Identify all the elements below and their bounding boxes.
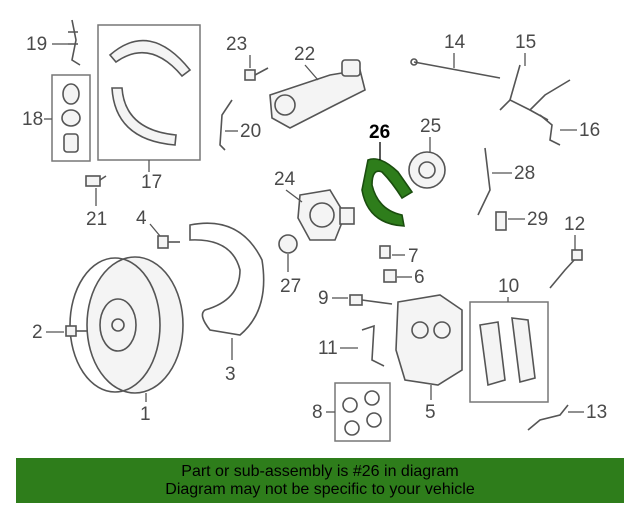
label-25: 25 (420, 116, 441, 137)
label-3: 3 (225, 364, 236, 385)
part-13-sensor[interactable] (527, 404, 569, 431)
label-22: 22 (294, 44, 315, 65)
part-19-wire[interactable] (68, 19, 81, 66)
part-18-box[interactable] (51, 74, 91, 162)
label-7: 7 (408, 246, 419, 267)
label-26: 26 (369, 122, 390, 143)
part-1-rotor[interactable] (69, 256, 184, 394)
label-12: 12 (564, 214, 585, 235)
banner-line-2: Diagram may not be specific to your vehi… (165, 480, 475, 498)
label-6: 6 (414, 267, 425, 288)
part-12-sensor[interactable] (549, 249, 583, 289)
part-15-harness[interactable] (499, 64, 571, 121)
label-1: 1 (140, 404, 151, 425)
label-20: 20 (240, 121, 261, 142)
label-27: 27 (280, 276, 301, 297)
part-6-cap[interactable] (383, 269, 397, 283)
part-5-caliper[interactable] (395, 294, 463, 386)
label-21: 21 (86, 209, 107, 230)
part-10-pads (479, 317, 536, 387)
part-20-cable[interactable] (219, 99, 233, 151)
part-17-shoes (108, 39, 192, 146)
label-9: 9 (318, 288, 329, 309)
part-8-box[interactable] (334, 382, 391, 442)
part-3-dust-shield[interactable] (189, 222, 265, 336)
part-26-shield-highlighted[interactable] (361, 158, 414, 227)
label-5: 5 (425, 402, 436, 423)
label-29: 29 (527, 209, 548, 230)
label-19: 19 (26, 34, 47, 55)
label-14: 14 (444, 32, 466, 53)
part-8-seals (342, 390, 382, 436)
label-15: 15 (515, 32, 536, 53)
part-22-actuator[interactable] (269, 59, 366, 129)
part-24-hub[interactable] (297, 189, 355, 241)
label-8: 8 (312, 402, 323, 423)
label-28: 28 (514, 163, 535, 184)
part-10-box[interactable] (469, 301, 549, 403)
part-18-components (61, 83, 81, 153)
label-24: 24 (274, 169, 296, 190)
part-11-clip[interactable] (361, 324, 385, 367)
part-16-sensor[interactable] (539, 114, 561, 146)
label-13: 13 (586, 402, 607, 423)
brake-parts-diagram: 19 18 17 23 22 20 21 (22, 19, 607, 442)
label-2: 2 (32, 322, 43, 343)
label-11: 11 (318, 338, 338, 359)
part-21-clip[interactable] (85, 175, 107, 187)
part-7-bleeder[interactable] (379, 245, 391, 259)
part-23-bolt[interactable] (244, 67, 269, 81)
label-16: 16 (579, 120, 600, 141)
label-23: 23 (226, 34, 247, 55)
part-9-bolt[interactable] (349, 294, 393, 306)
info-banner: Part or sub-assembly is #26 in diagram D… (16, 458, 624, 503)
part-25-bearing[interactable] (408, 151, 446, 189)
part-4-bolt[interactable] (157, 235, 180, 249)
part-27-nut[interactable] (278, 234, 298, 254)
part-14-rod[interactable] (410, 58, 501, 79)
part-28-bracket[interactable] (477, 147, 491, 216)
banner-line-1: Part or sub-assembly is #26 in diagram (181, 462, 459, 480)
part-2-bolt[interactable] (65, 325, 88, 337)
part-29-bolt[interactable] (495, 211, 507, 231)
label-10: 10 (498, 276, 519, 297)
label-18: 18 (22, 109, 43, 130)
label-17: 17 (141, 172, 162, 193)
label-4: 4 (136, 208, 147, 229)
